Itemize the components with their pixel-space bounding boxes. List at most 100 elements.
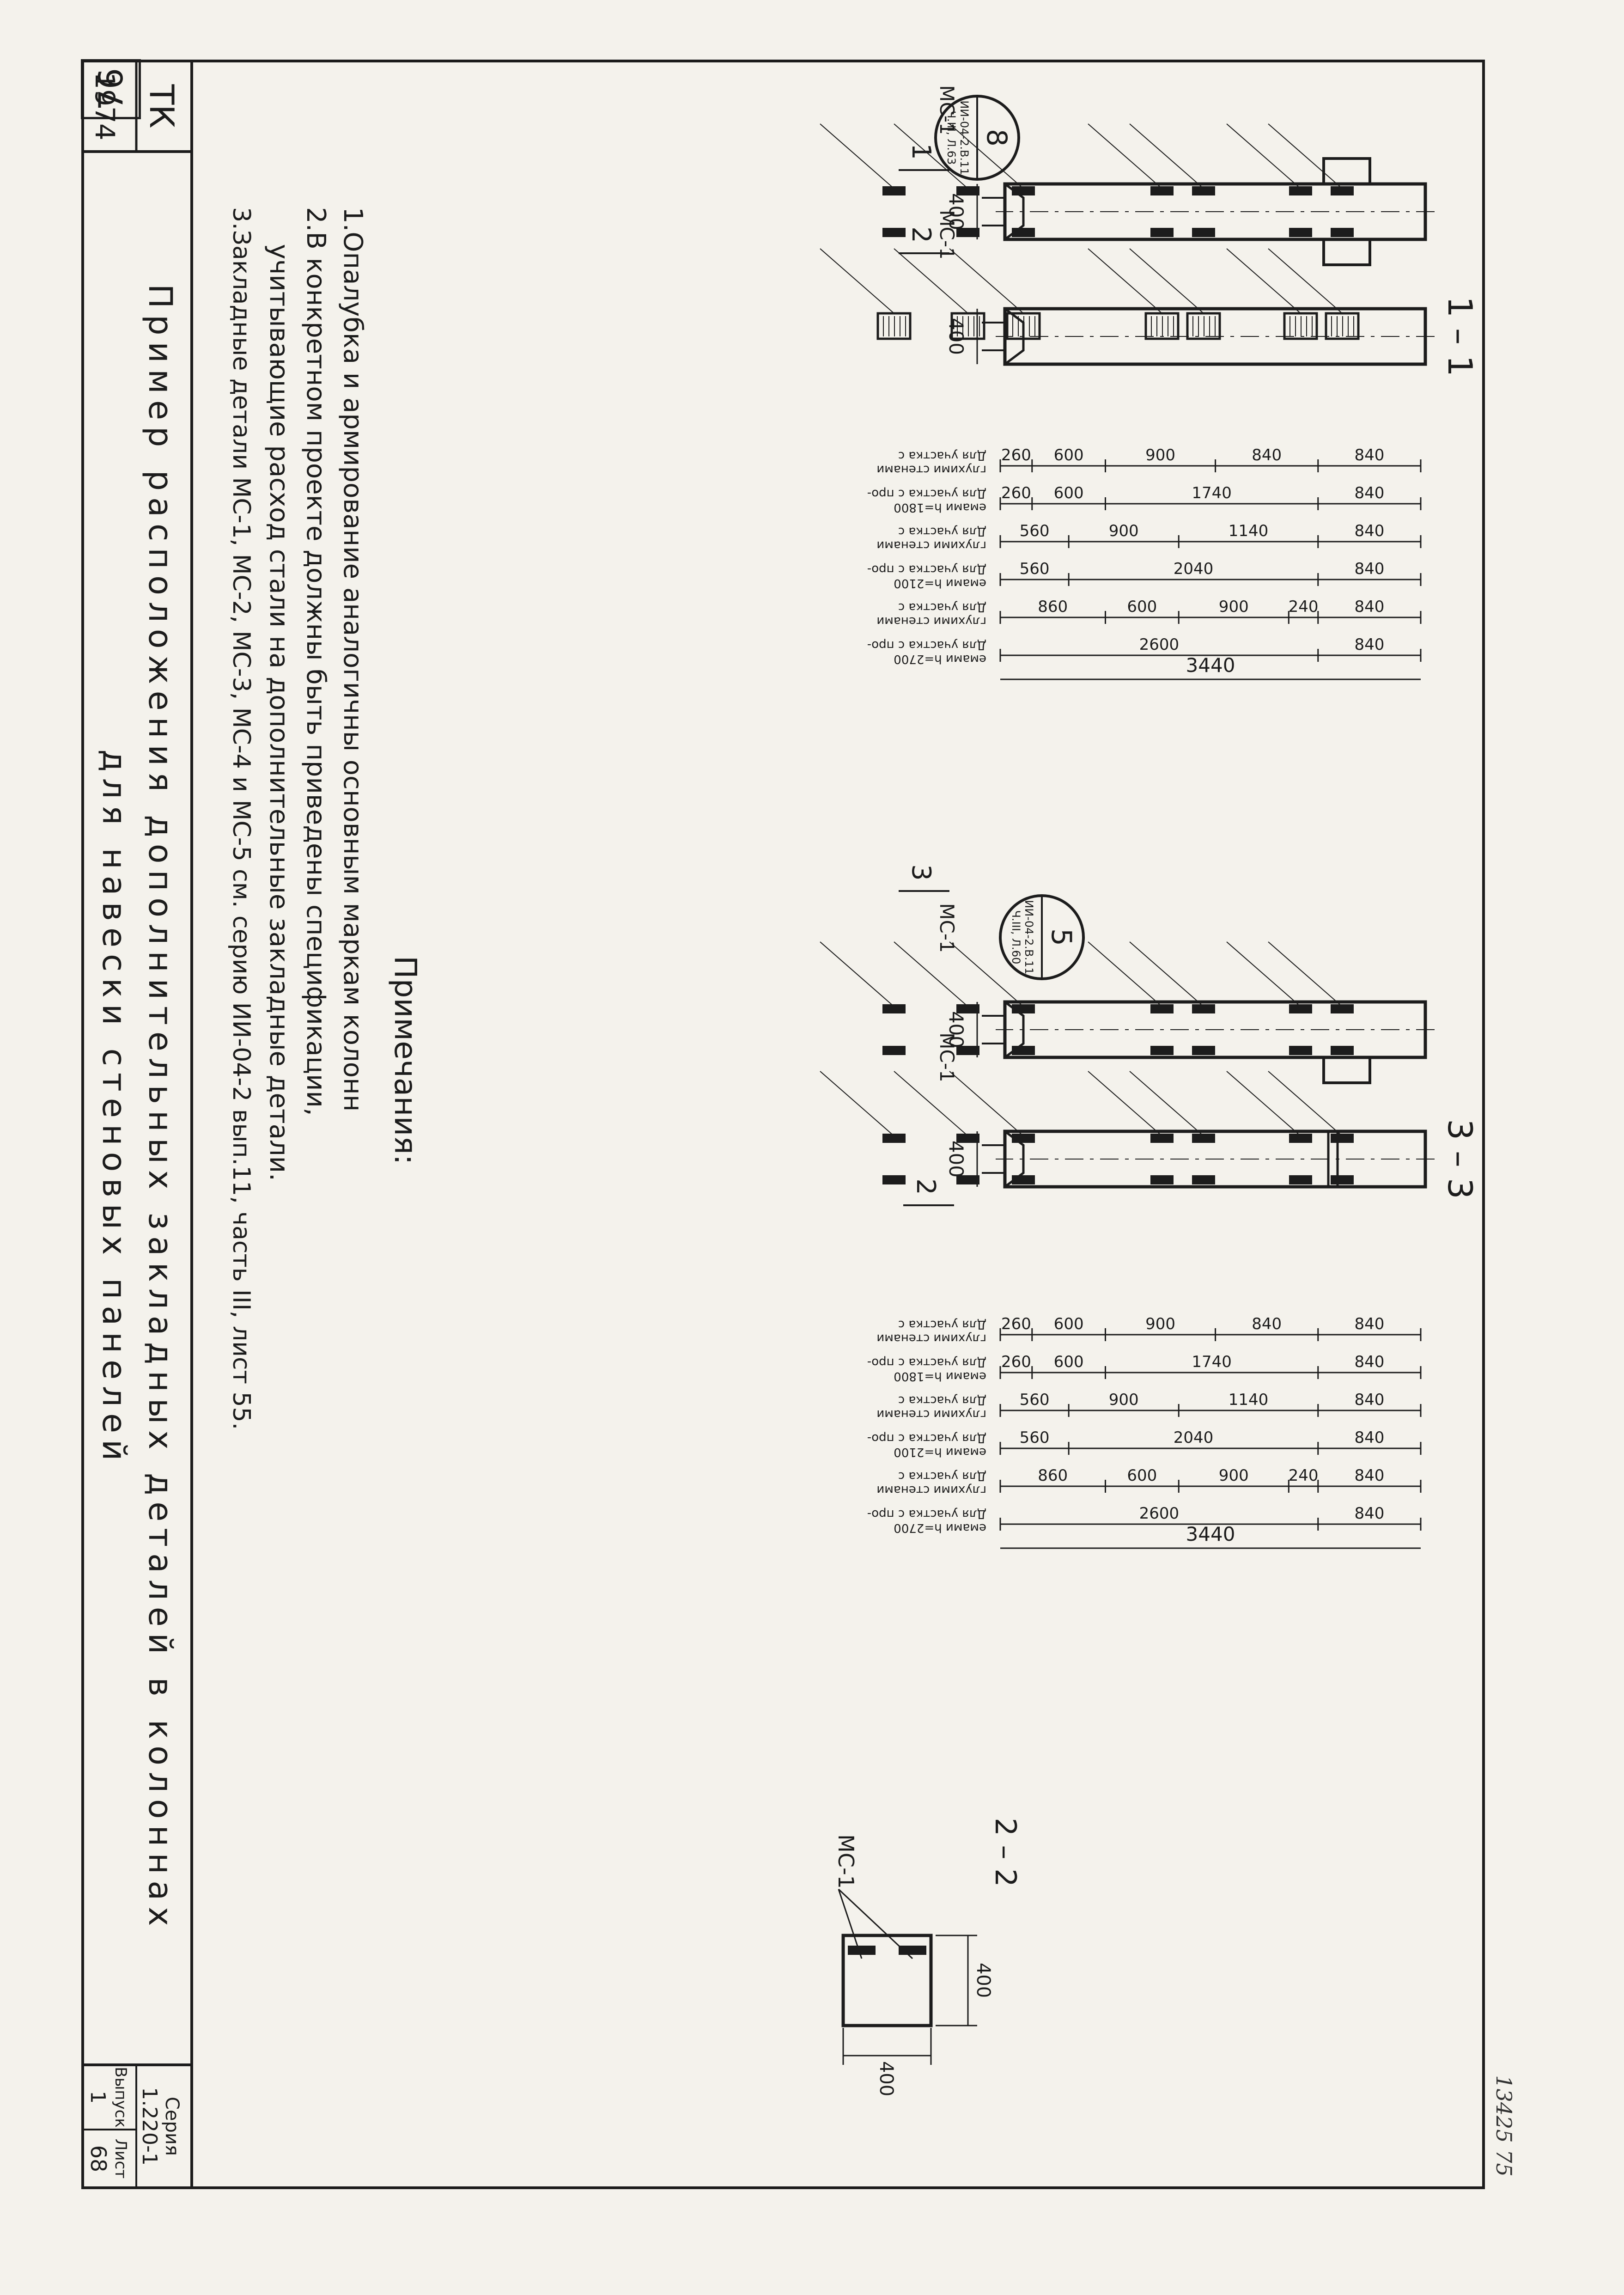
series-label: Серия (161, 2097, 182, 2156)
dim-value: 560 (1020, 522, 1050, 540)
width-400: 400 (945, 1011, 967, 1048)
leader-line (1268, 941, 1343, 1007)
callout-right: 5ИИ-04-2.В.11Ч.III, Л.60 (999, 894, 1085, 980)
row-label: глухими стенами (876, 614, 986, 628)
callout-ref: Ч.III, Л.60 (1010, 910, 1022, 964)
console (1322, 1056, 1371, 1084)
leader-line (1088, 248, 1162, 314)
leader-line (1129, 1071, 1204, 1136)
embed-plate (1192, 1175, 1215, 1184)
dim-value: 2040 (1174, 560, 1214, 578)
leader-line (894, 123, 968, 189)
mark-mc1: МС-1 (936, 210, 958, 259)
year: 1974 (89, 72, 121, 140)
embed-plate (1289, 1046, 1312, 1055)
title-line-2: для навески стеновых панелей (95, 750, 133, 1467)
handwritten-number-box: 13425 75 (1490, 2052, 1518, 2200)
row-label: глухими стенами (876, 1483, 986, 1497)
dim-value: 1140 (1229, 522, 1269, 540)
row-label: Для участка с про- (867, 1507, 986, 1521)
embed-plate (1331, 1175, 1354, 1184)
callout-number: 8 (980, 129, 1013, 146)
embed-plate (1289, 186, 1312, 195)
dim-value: 840 (1354, 1353, 1384, 1371)
leader-line (820, 941, 894, 1007)
dim-value: 900 (1219, 598, 1249, 616)
dim-value: 2600 (1139, 635, 1180, 654)
row-label: Для участка с про- (867, 1355, 986, 1369)
row-label: Для участка с (898, 1393, 986, 1407)
column-base (1004, 1130, 1025, 1188)
row-label: емами h=1800 (894, 1369, 986, 1383)
embed-plate (1289, 1134, 1312, 1143)
leader-line (820, 248, 894, 314)
dim-value: 600 (1127, 1466, 1157, 1485)
row-label: Для участка с про- (867, 638, 986, 652)
leader-line (949, 123, 1024, 189)
row-label: глухими стенами (876, 463, 986, 476)
dim-value: 900 (1219, 1466, 1249, 1485)
embed-plate (882, 1004, 906, 1013)
row-label: Для участка с (898, 449, 986, 463)
row-label: глухими стенами (876, 538, 986, 552)
leader-line (894, 248, 968, 314)
embed-plate (882, 228, 906, 237)
mark-mc1: МС-1 (936, 1032, 958, 1082)
dim-value: 260 (1001, 1353, 1031, 1371)
row-label: Для участка с (898, 1469, 986, 1483)
embed-plate (1150, 1004, 1174, 1013)
leader-line (1129, 941, 1204, 1007)
dim-value: 600 (1127, 598, 1157, 616)
embed-plate (1150, 1046, 1174, 1055)
embed-plate (956, 186, 979, 195)
embed-plate (882, 1134, 906, 1143)
embed-plate (1150, 186, 1174, 195)
handwritten-number: 13425 75 (1491, 2075, 1516, 2177)
row-label: Для участка с (898, 600, 986, 614)
leader-line (1129, 248, 1204, 314)
leader-line (949, 941, 1024, 1007)
embed-plate (1192, 186, 1215, 195)
console (1322, 238, 1371, 266)
notes-block: Примечания: 1.Опалубка и армирование ана… (227, 207, 423, 1430)
console (1322, 157, 1371, 185)
embed-plate (1150, 1134, 1174, 1143)
embed-plate (956, 228, 979, 237)
callout-left: 8ИИ-04-2.В.11Ч.III, Л.63 (934, 95, 1020, 181)
embed-plate (1289, 1004, 1312, 1013)
row-label: Для участка с (898, 525, 986, 538)
embed-plate (1331, 1004, 1354, 1013)
dim-value: 1740 (1192, 484, 1232, 502)
row-label: емами h=2100 (894, 1445, 986, 1459)
leader-line (838, 1888, 913, 1959)
leader-line (1268, 123, 1343, 189)
embed-plate (882, 1046, 906, 1055)
leader-line (838, 1889, 863, 1959)
mark-mc1: МС-1 (936, 903, 958, 952)
dim-value: 840 (1354, 522, 1384, 540)
section-2-2-label: 2 – 2 (989, 1818, 1022, 1886)
title-line-1: Пример расположения дополнительных закла… (141, 284, 179, 1932)
total-dim: 3440 (1186, 1523, 1235, 1545)
embed-plate (1289, 1175, 1312, 1184)
embed-plate (1331, 228, 1354, 237)
section-3-3-label: 3 – 3 (1441, 1119, 1479, 1199)
dim-value: 840 (1354, 598, 1384, 616)
cut-mark-2: 2 (906, 226, 936, 243)
cut-mark-2: 2 (911, 1178, 941, 1195)
leader-line (1226, 941, 1301, 1007)
leader-line (1226, 248, 1301, 314)
leader-line (1088, 941, 1162, 1007)
dim-value: 900 (1145, 446, 1175, 464)
org-code: ТК (142, 84, 181, 128)
dim-value: 1740 (1192, 1353, 1232, 1371)
dim-value: 840 (1354, 635, 1384, 654)
row-label: емами h=1800 (894, 501, 986, 514)
leader-line (894, 1071, 968, 1136)
embed-plate (1192, 228, 1215, 237)
